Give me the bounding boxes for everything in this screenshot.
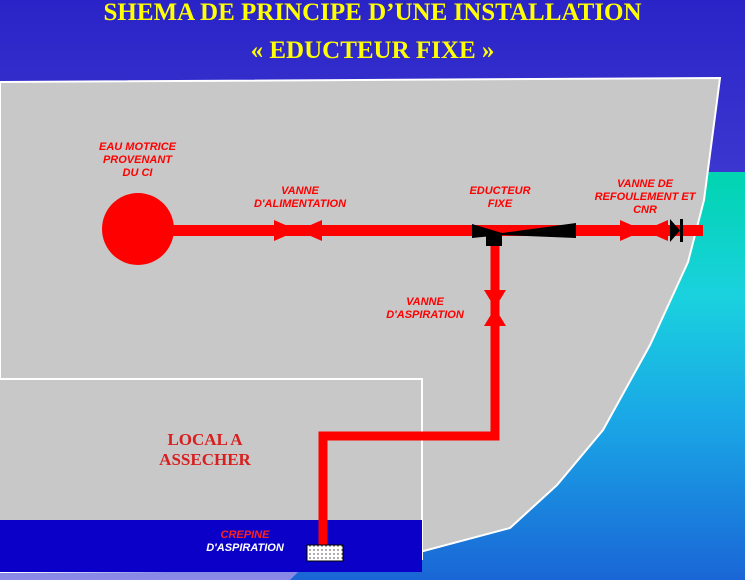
label-vanne-refoulement: VANNE DE REFOULEMENT ET CNR: [594, 178, 696, 216]
label-crepine: CREPINE D'ASPIRATION: [206, 529, 284, 554]
strainer-icon: [306, 544, 344, 562]
suction-valve-icon[interactable]: [484, 290, 506, 326]
eductor-icon: [472, 223, 576, 246]
label-vanne-alimentation: VANNE D'ALIMENTATION: [253, 185, 347, 210]
suction-pipe: [318, 236, 500, 548]
label-local-a-assecher: LOCAL A ASSECHER: [159, 430, 251, 469]
local-border: [0, 378, 423, 560]
discharge-valve-icon[interactable]: [620, 220, 668, 241]
feed-valve-icon[interactable]: [274, 220, 322, 241]
label-eau-motrice: EAU MOTRICE PROVENANT DU CI: [99, 141, 176, 179]
page-title-line-2: « EDUCTEUR FIXE »: [250, 37, 495, 64]
label-educteur: EDUCTEUR FIXE: [469, 185, 531, 210]
label-vanne-aspiration: VANNE D'ASPIRATION: [386, 296, 464, 321]
check-valve-icon: [670, 219, 683, 242]
bilge-water: [0, 520, 422, 572]
motive-water-source: [102, 193, 174, 265]
page-title-line-1: SHEMA DE PRINCIPE D’UNE INSTALLATION: [103, 0, 642, 26]
main-pipe: [170, 225, 703, 236]
